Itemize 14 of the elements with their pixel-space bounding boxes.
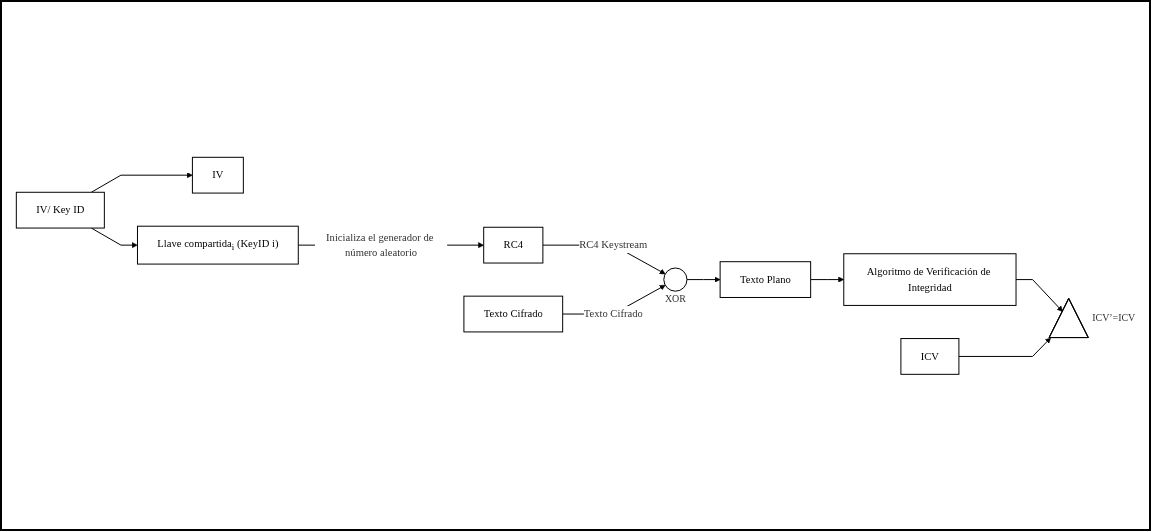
node-box: IV <box>191 156 244 194</box>
node-box: RC4 <box>482 226 543 264</box>
edge-label: Inicializa el generador de número aleatorio <box>325 230 433 259</box>
node-box: ICV <box>899 337 959 375</box>
edge-label: RC4 Keystream <box>578 238 647 251</box>
edge-label: Texto Cifrado <box>583 307 643 320</box>
node-box: Llave compartida$_{i}$ (KeyID i) <box>136 225 299 265</box>
node-caption: ICV’=ICV <box>1091 312 1135 323</box>
node-box: Algoritmo de Verificación de Integridad <box>842 252 1017 306</box>
node-circle <box>662 267 687 292</box>
node-box: Texto Plano <box>719 260 811 298</box>
node-box: IV/ Key ID <box>15 191 105 229</box>
node-box: Texto Cifrado <box>462 295 563 333</box>
node-caption: XOR <box>664 292 686 304</box>
